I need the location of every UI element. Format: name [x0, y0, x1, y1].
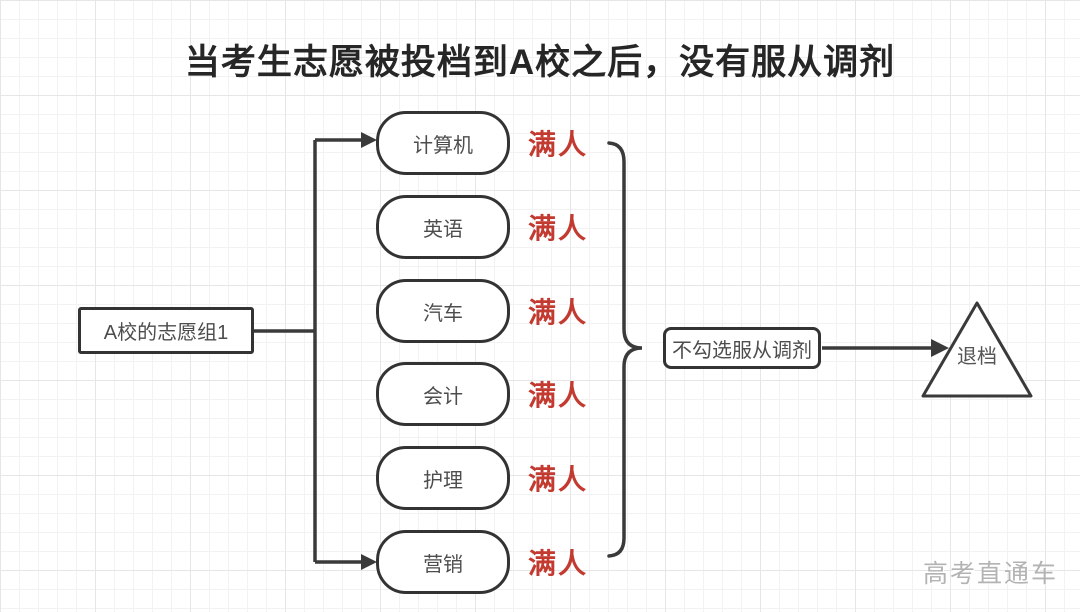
major-box-computer: 计算机	[376, 111, 510, 175]
major-box-english: 英语	[376, 195, 510, 259]
status-label-full: 满人	[528, 129, 589, 160]
status-label-full: 满人	[528, 297, 589, 328]
major-box-marketing: 营销	[376, 530, 510, 594]
status-label-full: 满人	[528, 380, 589, 411]
status-label-full: 满人	[528, 548, 589, 579]
bottom-branch-arrowhead-icon	[361, 554, 377, 570]
watermark-text: 高考直通车	[922, 560, 1058, 588]
decision-box: 不勾选服从调剂	[663, 327, 821, 369]
decision-arrowhead-icon	[931, 339, 949, 357]
major-label: 汽车	[423, 302, 463, 325]
major-label: 计算机	[413, 134, 473, 157]
status-label-full: 满人	[528, 213, 589, 244]
major-label: 会计	[423, 385, 463, 408]
major-box-automobile: 汽车	[376, 279, 510, 343]
major-label: 英语	[423, 218, 463, 241]
diagram-title: 当考生志愿被投档到A校之后，没有服从调剂	[184, 43, 896, 82]
major-label: 护理	[423, 469, 463, 492]
major-label: 营销	[423, 553, 463, 576]
source-group-box: A校的志愿组1	[78, 307, 254, 354]
decision-label: 不勾选服从调剂	[672, 339, 812, 362]
top-branch-arrowhead-icon	[361, 132, 377, 148]
outcome-triangle	[921, 301, 1033, 398]
major-box-nursing: 护理	[376, 446, 510, 510]
major-box-accounting: 会计	[376, 362, 510, 426]
status-label-full: 满人	[528, 464, 589, 495]
curly-brace-icon	[607, 141, 643, 558]
outcome-label: 退档	[957, 346, 997, 368]
source-group-label: A校的志愿组1	[103, 322, 229, 344]
